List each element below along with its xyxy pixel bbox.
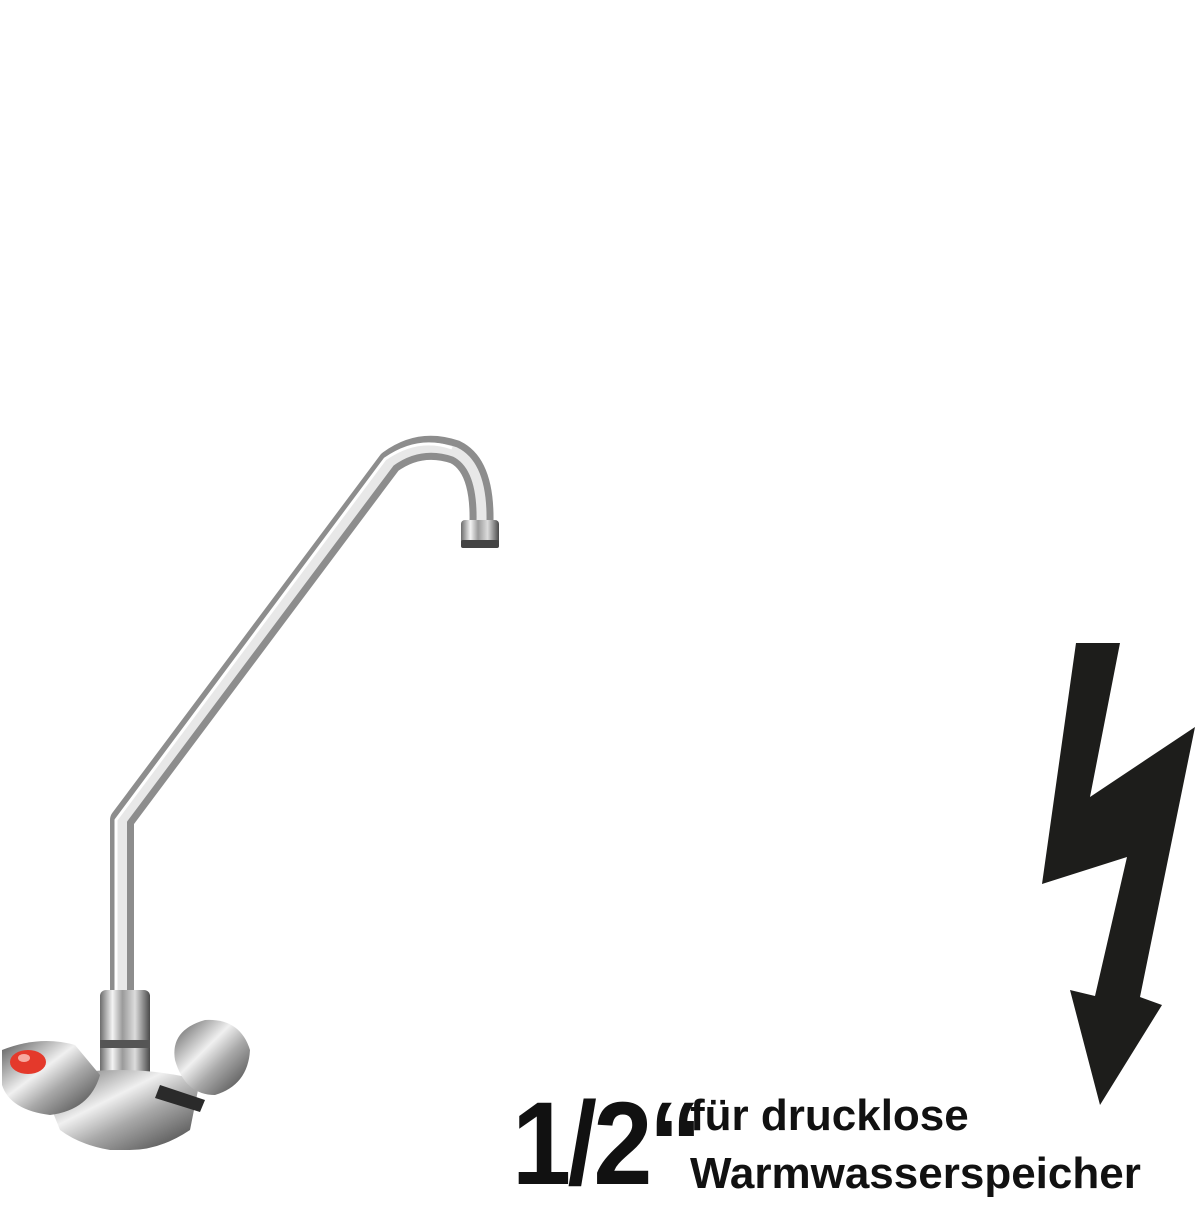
description-line-2: Warmwasserspeicher (690, 1149, 1141, 1198)
size-label: 1/2“ (512, 1078, 702, 1210)
hot-indicator (10, 1050, 46, 1074)
hot-handle (2, 1041, 100, 1115)
lightning-bolt-icon (1042, 643, 1195, 1105)
description-line-1: für drucklose (690, 1091, 969, 1140)
mixer-tap-icon (2, 435, 499, 1150)
description: für drucklose Warmwasserspeicher (690, 1087, 1141, 1203)
cold-handle (155, 1019, 250, 1112)
spout-tube (110, 435, 494, 1000)
